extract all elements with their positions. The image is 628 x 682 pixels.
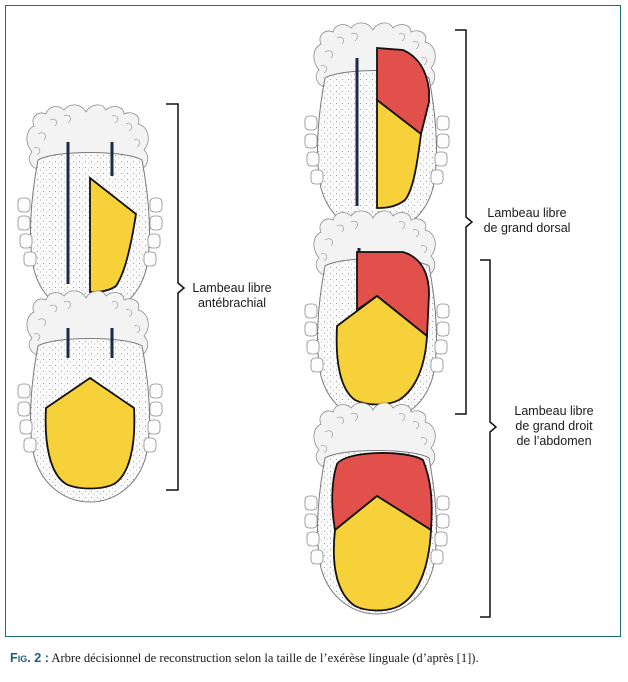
label-line: antébrachial [197, 296, 267, 310]
tongue-diagram-subtotal [304, 210, 450, 423]
tongue-diagram-hemiglossectomy [304, 22, 450, 235]
tongue-diagram-anterior [17, 290, 163, 503]
label-line: Lambeau libre [514, 404, 594, 418]
yellow-resection-area [332, 494, 432, 612]
label-line: de grand droit [515, 419, 593, 433]
red-resection-area [331, 452, 433, 532]
label-grand-droit-flap: Lambeau libre de grand droit de l’abdome… [496, 404, 612, 449]
caption-text: Arbre décisionnel de reconstruction selo… [48, 651, 479, 665]
label-line: de l’abdomen [516, 434, 592, 448]
bracket-grand-dorsal [455, 29, 474, 415]
red-resection-area [376, 47, 430, 136]
bracket-antebrachial [166, 103, 186, 491]
tongue-diagram-total [304, 402, 450, 615]
yellow-resection-area [44, 376, 136, 490]
label-line: Lambeau libre [192, 281, 272, 295]
figure-caption: Fig. 2 : Arbre décisionnel de reconstruc… [10, 651, 620, 666]
bracket-grand-droit [480, 259, 498, 618]
label-line: Lambeau libre [487, 206, 567, 220]
figure-number: Fig. 2 : [10, 651, 49, 665]
label-line: de grand dorsal [483, 221, 571, 235]
yellow-resection-area [376, 98, 422, 209]
label-antebrachial-flap: Lambeau libre antébrachial [186, 281, 278, 311]
label-grand-dorsal-flap: Lambeau libre de grand dorsal [472, 206, 582, 236]
tongue-diagram-partial-lateral [17, 104, 163, 317]
